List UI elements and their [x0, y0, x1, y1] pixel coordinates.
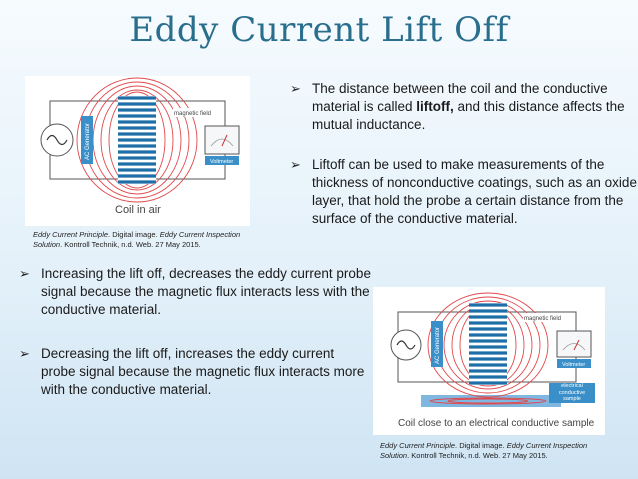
bullet-text: Liftoff can be used to make measurements…	[312, 157, 637, 226]
figure-coil-in-air: AC Generator magnetic field Voltmeter Co…	[25, 76, 250, 226]
magnetic-field-label: magnetic field	[174, 111, 211, 117]
ac-generator: AC Generator	[390, 321, 443, 367]
bullet-liftoff-definition: ➢ The distance between the coil and the …	[290, 80, 638, 134]
arrow-bullet-icon: ➢	[19, 266, 30, 281]
caption-source-type: . Digital image.	[108, 230, 160, 239]
caption-source-title: Eddy Current Principle	[33, 230, 109, 239]
coil	[118, 96, 156, 184]
caption-source-details: . Kontroll Technik, n.d. Web. 27 May 201…	[407, 451, 548, 460]
figure-coil-near-sample: AC Generator magnetic field Voltmeter el…	[373, 287, 605, 435]
magnetic-field-label: magnetic field	[524, 316, 561, 322]
caption-source-site: Eddy Current Inspection Solution	[380, 441, 588, 460]
bullet-text-end: and this distance affects the mutual ind…	[312, 99, 625, 132]
voltmeter: Voltmeter	[204, 125, 240, 165]
figure2-caption: Eddy Current Principle. Digital image. E…	[380, 441, 612, 461]
caption-source-details: . Kontroll Technik, n.d. Web. 27 May 201…	[60, 240, 201, 249]
voltmeter-label: Voltmeter	[210, 159, 233, 165]
ac-generator-label: AC Generator	[85, 123, 91, 160]
coil-near-sample-text: Coil close to an electrical conductive s…	[398, 418, 595, 429]
arrow-bullet-icon: ➢	[19, 346, 30, 361]
bullet-text: Increasing the lift off, decreases the e…	[41, 266, 371, 317]
bullet-bold-term: liftoff,	[416, 99, 454, 114]
bullet-text: Decreasing the lift off, increases the e…	[41, 346, 365, 397]
ac-generator-label: AC Generator	[435, 327, 441, 364]
voltmeter: Voltmeter	[556, 330, 592, 368]
voltmeter-label: Voltmeter	[562, 362, 585, 368]
sample-label: electrical conductive sample	[558, 383, 586, 402]
coil	[469, 303, 507, 385]
coil-near-sample-diagram: AC Generator magnetic field Voltmeter el…	[390, 292, 595, 429]
sample-label-box	[549, 383, 595, 403]
bullet-text: The distance between the coil and the co…	[312, 81, 608, 114]
arrow-bullet-icon: ➢	[290, 157, 301, 172]
bullet-decreasing-liftoff: ➢ Decreasing the lift off, increases the…	[19, 345, 371, 399]
bullet-increasing-liftoff: ➢ Increasing the lift off, decreases the…	[19, 265, 371, 319]
bullet-liftoff-measurement: ➢ Liftoff can be used to make measuremen…	[290, 156, 638, 228]
arrow-bullet-icon: ➢	[290, 81, 301, 96]
ac-generator: AC Generator	[40, 116, 93, 164]
caption-source-title: Eddy Current Principle	[380, 441, 456, 450]
caption-source-site: Eddy Current Inspection Solution	[33, 230, 241, 249]
coil-in-air-text: Coil in air	[115, 204, 161, 216]
figure1-caption: Eddy Current Principle. Digital image. E…	[33, 230, 258, 250]
coil-in-air-diagram: AC Generator magnetic field Voltmeter Co…	[40, 77, 240, 216]
slide-title: Eddy Current Lift Off	[129, 10, 509, 50]
caption-source-type: . Digital image.	[455, 441, 507, 450]
